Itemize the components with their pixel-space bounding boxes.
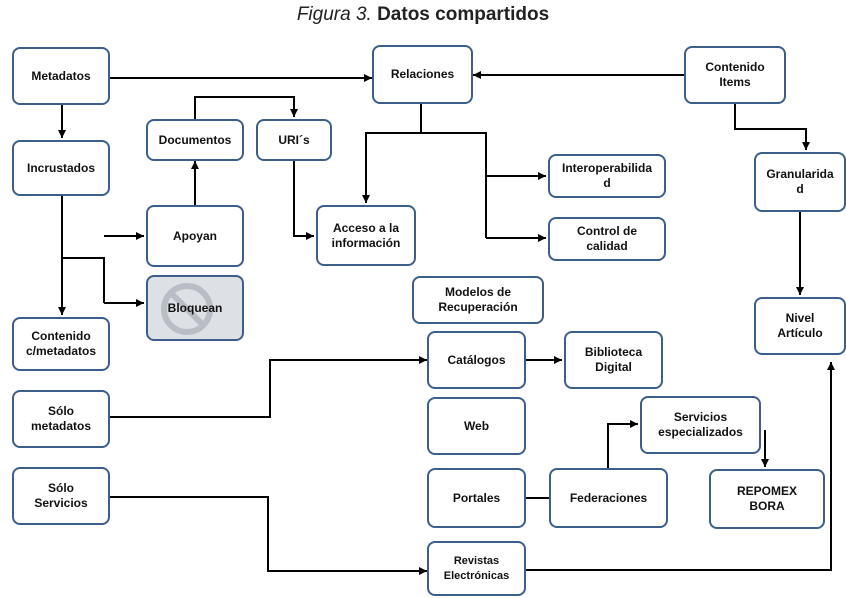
- node-biblioteca-digital-label: Biblioteca Digital: [584, 345, 643, 374]
- node-interoperabilidad-label: Interoperabilida d: [561, 161, 653, 190]
- prohibited-icon: [161, 283, 213, 335]
- node-catalogos-label: Catálogos: [447, 352, 506, 367]
- edge-to-apoyan: [62, 257, 105, 303]
- node-solo-servicios: Sólo Servicios: [12, 467, 110, 525]
- node-repomex-bora: REPOMEX BORA: [709, 469, 825, 529]
- node-revistas-electronicas-label: Revistas Electrónicas: [443, 554, 510, 582]
- node-nivel-articulo: Nivel Artículo: [754, 297, 846, 355]
- node-uris: URI´s: [256, 119, 332, 161]
- node-incrustados-label: Incrustados: [26, 160, 95, 175]
- edge-relaciones-interoperabilidad: [421, 132, 487, 238]
- node-metadatos: Metadatos: [12, 47, 110, 105]
- node-biblioteca-digital: Biblioteca Digital: [564, 331, 663, 389]
- node-contenido-metadatos-label: Contenido c/metadatos: [25, 329, 97, 358]
- node-catalogos: Catálogos: [427, 331, 526, 389]
- edge-relaciones-acceso: [362, 104, 422, 203]
- node-contenido-items-label: Contenido Items: [705, 60, 765, 89]
- node-web: Web: [427, 397, 526, 455]
- node-contenido-items: Contenido Items: [684, 46, 786, 104]
- edge-solo-metadatos-catalogos: [110, 356, 427, 418]
- node-incrustados: Incrustados: [12, 140, 110, 196]
- node-documentos-label: Documentos: [158, 132, 232, 147]
- node-portales-label: Portales: [452, 490, 501, 505]
- edge-revistas-nivel: [526, 362, 835, 571]
- node-granularidad: Granularida d: [754, 152, 846, 212]
- edge-split-documentos-uris: [194, 96, 298, 119]
- node-acceso: Acceso a la información: [316, 205, 416, 266]
- node-solo-metadatos-label: Sólo metadatos: [30, 404, 92, 433]
- node-bloquean-label: Bloquean: [167, 300, 223, 315]
- node-revistas-electronicas: Revistas Electrónicas: [427, 541, 526, 596]
- node-federaciones: Federaciones: [549, 468, 668, 528]
- edge-contenido-items-granularidad: [734, 104, 810, 150]
- node-modelos-label: Modelos de Recuperación: [438, 285, 518, 314]
- node-contenido-metadatos: Contenido c/metadatos: [12, 317, 110, 371]
- node-portales: Portales: [427, 468, 526, 528]
- node-apoyan-label: Apoyan: [172, 228, 217, 243]
- figure-label: Figura 3.: [296, 4, 372, 25]
- edge-federaciones-servicios: [607, 420, 638, 468]
- node-control-label: Control de calidad: [577, 224, 637, 253]
- figure-title-text: Datos compartidos: [377, 4, 550, 25]
- node-federaciones-label: Federaciones: [569, 490, 648, 505]
- node-documentos: Documentos: [146, 119, 244, 161]
- node-granularidad-label: Granularida d: [766, 167, 834, 196]
- node-solo-metadatos: Sólo metadatos: [12, 390, 110, 448]
- node-repomex-bora-label: REPOMEX BORA: [736, 484, 797, 513]
- node-apoyan: Apoyan: [146, 205, 244, 267]
- node-relaciones-label: Relaciones: [390, 67, 455, 81]
- node-web-label: Web: [463, 418, 490, 433]
- node-nivel-articulo-label: Nivel Artículo: [777, 311, 823, 340]
- node-metadatos-label: Metadatos: [31, 68, 91, 83]
- node-solo-servicios-label: Sólo Servicios: [34, 481, 88, 510]
- edge-uris-acceso: [293, 161, 314, 240]
- node-uris-label: URI´s: [278, 132, 310, 147]
- node-bloquean: Bloquean: [146, 275, 244, 341]
- node-relaciones: Relaciones: [372, 45, 473, 104]
- edge-solo-servicios-revistas: [110, 496, 427, 575]
- node-interoperabilidad: Interoperabilida d: [548, 154, 666, 198]
- node-control: Control de calidad: [548, 217, 666, 261]
- node-acceso-label: Acceso a la información: [331, 220, 401, 250]
- figure-title: Figura 3. Datos compartidos: [0, 4, 846, 26]
- node-servicios-especializados: Servicios especializados: [640, 396, 761, 454]
- node-servicios-especializados-label: Servicios especializados: [658, 410, 743, 439]
- node-modelos: Modelos de Recuperación: [412, 276, 544, 324]
